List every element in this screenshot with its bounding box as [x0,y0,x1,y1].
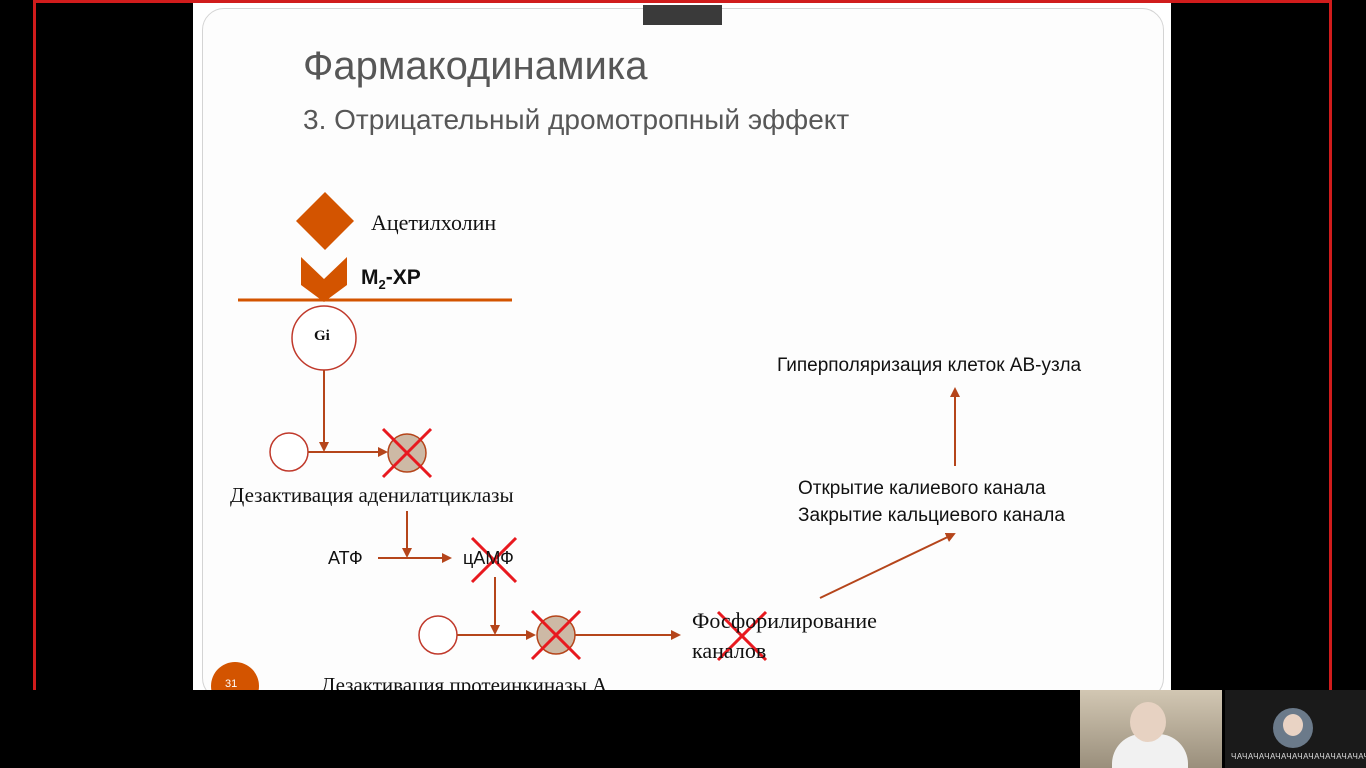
atp-label: АТФ [328,548,363,568]
result-label: Гиперполяризация клеток АВ-узла [777,355,1082,376]
arrow-to-channels [819,532,956,599]
camp-label: цАМФ [463,548,514,568]
phospho-label: Фосфорилирование каналов [692,606,877,666]
phospho-line2: каналов [692,638,767,663]
participant-avatar [1273,708,1313,748]
cross-icon [470,536,518,584]
receptor-suffix: -ХР [385,266,421,289]
window-frame [33,0,1332,690]
channel-line1: Открытие калиевого канала [798,478,1046,499]
acetylcholine-diamond-icon [296,192,354,250]
receptor-label: М2-ХР [361,266,421,292]
participant-name: ЧАЧАЧАЧАЧАЧАЧАЧАЧАЧАЧАЧАЧА... [1231,752,1366,761]
participant-tile-speaker[interactable] [1080,690,1222,768]
participant-tile-2[interactable]: ЧАЧАЧАЧАЧАЧАЧАЧАЧАЧАЧАЧАЧА... [1225,690,1366,768]
ligand-label: Ацетилхолин [371,210,497,235]
cross-icon [530,609,582,661]
protein-kinase-circle [418,615,458,655]
slide-subtitle: 3. Отрицательный дромотропный эффект [303,104,850,135]
speaker-head [1130,702,1166,742]
phospho-line1: Фосфорилирование [692,608,877,633]
step1-label: Дезактивация аденилатциклазы [230,483,514,507]
slide-title: Фармакодинамика [303,44,648,88]
page-number: 31 [225,678,238,690]
gi-label: Gi [314,328,330,344]
cross-icon [716,610,768,662]
adenylate-cyclase-circle [269,432,309,472]
collapse-tab[interactable] [643,5,722,25]
receptor-sub: 2 [378,277,386,293]
receptor-main: М [361,266,379,289]
receptor-chevron-icon [301,257,347,302]
cross-icon [381,427,433,479]
slide-card [202,8,1164,700]
channel-line2: Закрытие кальциевого канала [798,505,1065,526]
